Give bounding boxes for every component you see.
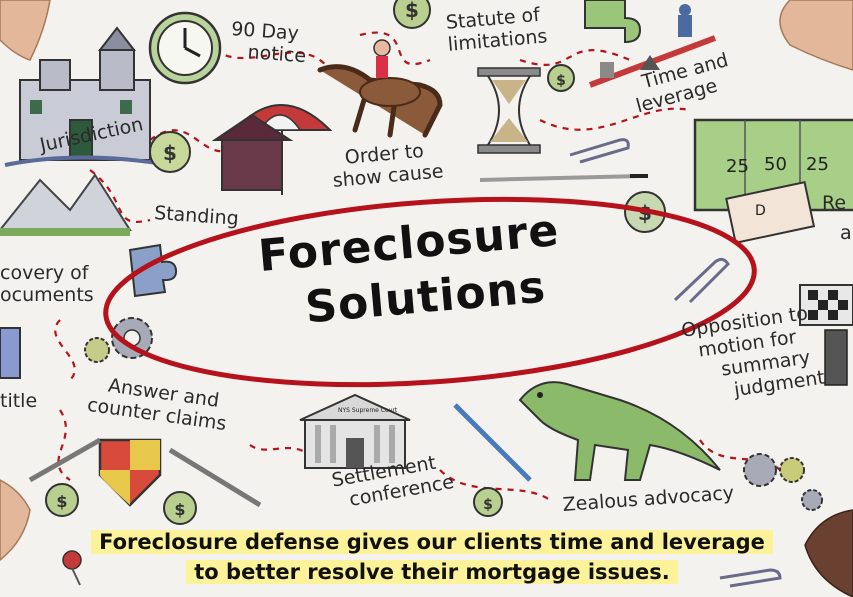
label-a-fragment: a [840,222,852,244]
chess-board-icon [799,284,853,386]
label-opposition: Opposition to motion for summary judgmen… [680,302,827,402]
caption: Foreclosure defense gives our clients ti… [72,527,792,587]
court-sign-text: NYS Supreme Court [338,407,398,414]
umbrella-house-icon [211,104,333,195]
gear-icons [84,317,823,511]
puzzle-piece-left-icon [128,243,178,298]
puzzle-piece-icon [584,0,642,44]
grade-sign-icon: D [725,180,816,244]
sign-d-text: D [755,203,766,219]
score-2: 50 [764,154,787,175]
label-90-day-notice: 90 Day notice [230,18,307,68]
label-title: title [0,390,38,412]
sword-icon [28,437,262,508]
courthouse-icon: NYS Supreme Court [299,393,411,469]
horse-rider-icon [317,39,443,138]
score-1: 25 [726,156,749,177]
pushpin-icon [62,550,82,586]
pen-icon [479,174,648,182]
svg-text:$: $ [556,73,566,89]
paperclip-icons [569,138,782,588]
label-discovery: covery of ocuments [0,262,94,306]
seesaw-icon [588,4,717,88]
dollar-coin-icons: $ $ $ $ $ $ $ [45,0,666,525]
central-ellipse [103,196,757,388]
pen-blue-icon [453,403,532,482]
svg-text:$: $ [56,492,67,511]
label-re-fragment: Re [822,192,847,214]
title-document-icon [0,327,21,379]
caption-line1: Foreclosure defense gives our clients ti… [91,530,773,554]
clock-icon [148,11,222,85]
svg-text:$: $ [174,500,185,519]
svg-text:$: $ [163,141,177,165]
mountains-icon [0,173,132,236]
hourglass-icon [477,67,541,154]
svg-text:$: $ [483,497,493,513]
caption-line2: to better resolve their mortgage issues. [186,560,678,584]
castle-icon [4,26,171,167]
scoreboard-numbers: 25 50 25 [726,154,829,177]
label-statute: Statute of limitations [445,3,549,56]
dinosaur-icon [518,381,721,481]
svg-text:$: $ [405,0,419,22]
score-3: 25 [806,154,829,175]
shield-icon [98,438,162,507]
